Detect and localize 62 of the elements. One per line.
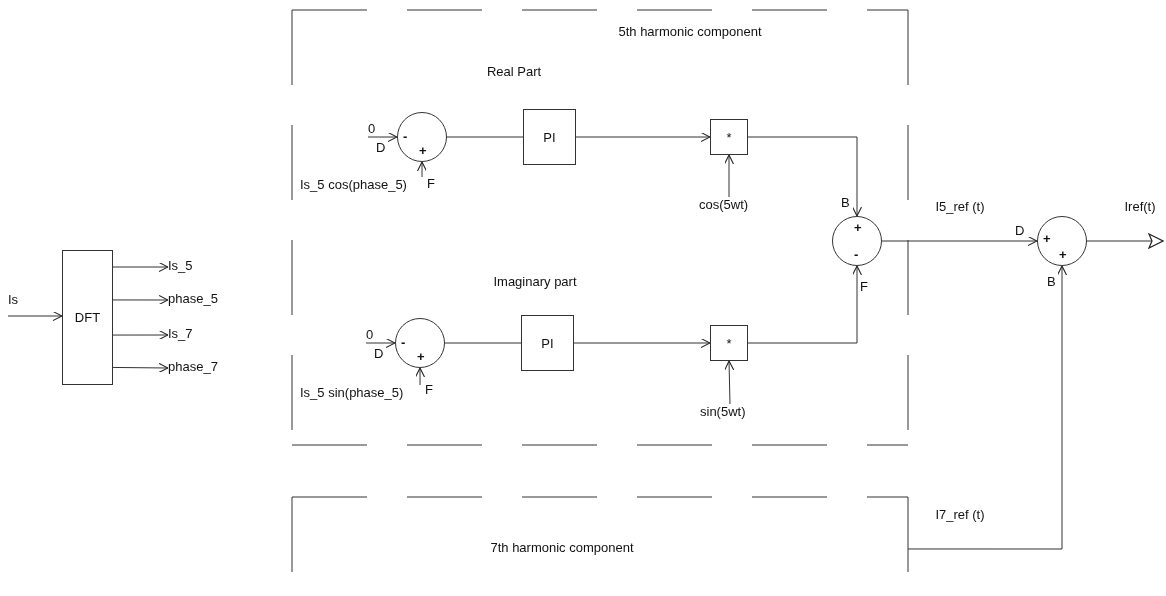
port-label: B — [841, 195, 850, 211]
signal-label: sin(5wt) — [700, 404, 760, 422]
signal-label: Is_7 — [168, 326, 208, 344]
signal-label: 0 — [366, 327, 378, 343]
port-label: D — [376, 140, 386, 156]
multiplier-block: * — [710, 325, 748, 361]
port-label: D — [374, 346, 384, 362]
summing-junction — [1037, 216, 1087, 266]
connector-arrow — [724, 360, 735, 405]
connector-arrow — [907, 265, 1068, 550]
dashed-group-frame — [292, 10, 908, 445]
sign-label: - — [403, 130, 408, 144]
connector-arrow — [747, 136, 863, 217]
function-block: PI — [521, 315, 574, 371]
connector-arrow — [747, 265, 863, 344]
section-label: Imaginary part — [493, 274, 577, 290]
signal-label: phase_7 — [168, 359, 232, 377]
edge-label: Iref(t) — [1122, 199, 1158, 215]
section-label: Real Part — [486, 64, 542, 80]
connector-arrow — [415, 367, 426, 386]
signal-label: Is_5 — [168, 258, 208, 276]
multiplier-block: * — [710, 119, 748, 155]
signal-label: Is — [8, 292, 28, 316]
sign-label: + — [1059, 248, 1067, 262]
summing-junction — [397, 112, 447, 162]
port-label: F — [425, 382, 433, 398]
edge-label: I7_ref (t) — [933, 507, 987, 523]
function-block: DFT — [62, 250, 113, 385]
summing-junction — [395, 318, 445, 368]
connector-arrow — [575, 131, 711, 143]
signal-label: cos(5wt) — [699, 197, 759, 215]
sign-label: - — [854, 248, 859, 262]
connector-arrow — [112, 362, 169, 373]
connector-arrow — [112, 329, 169, 341]
port-label: D — [1015, 223, 1025, 239]
connector-arrow — [573, 337, 711, 349]
connector-arrow — [416, 161, 428, 178]
connector-arrow — [723, 154, 735, 198]
sign-label: - — [401, 336, 406, 350]
sign-label: + — [419, 144, 427, 158]
summing-junction — [832, 216, 882, 266]
sign-label: + — [417, 350, 425, 364]
signal-label: Is_5 cos(phase_5) — [300, 177, 424, 195]
port-label: B — [1047, 274, 1056, 290]
connector-arrow — [7, 310, 63, 322]
signal-label: 0 — [368, 121, 380, 137]
sign-label: + — [854, 221, 862, 235]
signal-label: Is_5 sin(phase_5) — [300, 385, 424, 403]
port-label: F — [860, 279, 868, 295]
connector-arrow — [881, 235, 1038, 247]
sign-label: + — [1043, 232, 1051, 246]
signal-label: phase_5 — [168, 291, 228, 309]
frame-title: 5th harmonic component — [617, 24, 763, 40]
connector-arrow — [1086, 233, 1164, 249]
function-block: PI — [523, 109, 576, 165]
connector-arrow — [367, 131, 398, 143]
port-label: F — [427, 176, 435, 192]
connector-arrow — [365, 337, 396, 349]
connector-arrow — [112, 294, 169, 306]
connector-arrow — [112, 261, 169, 273]
frame-title: 7th harmonic component — [489, 540, 635, 556]
edge-label: I5_ref (t) — [933, 199, 987, 215]
